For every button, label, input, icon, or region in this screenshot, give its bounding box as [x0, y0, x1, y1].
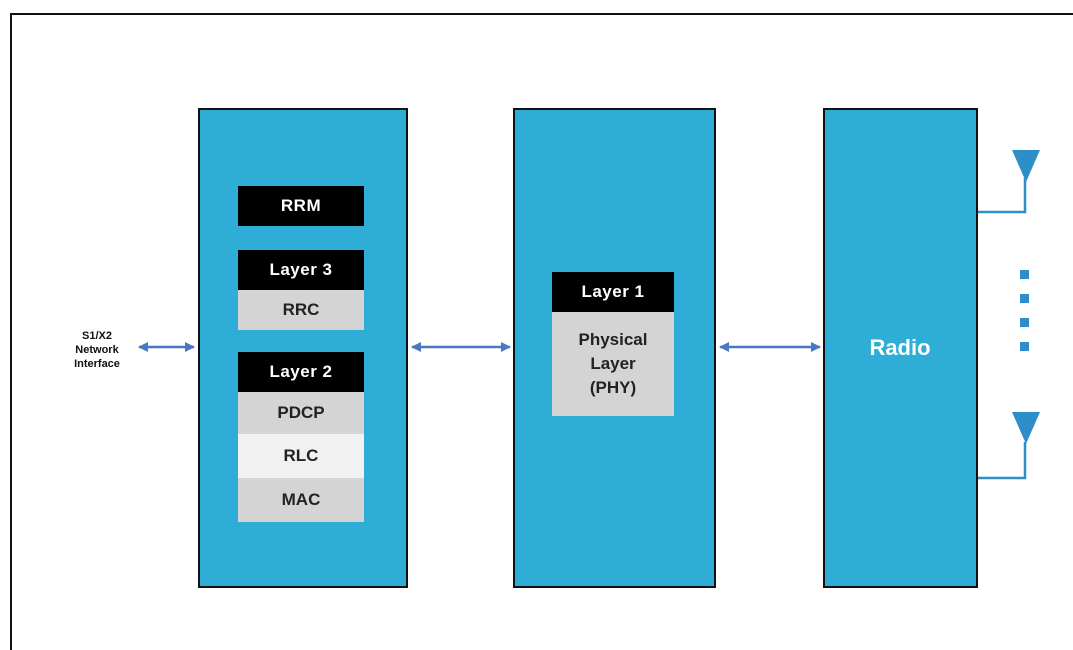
radio-block — [823, 108, 978, 588]
interface-line-1: S1/X2 — [82, 330, 112, 342]
layer1-title: Layer 1 — [552, 272, 674, 312]
phy-line-3: (PHY) — [589, 377, 637, 397]
layer3-title: Layer 3 — [238, 250, 364, 290]
phy-line-2: Layer — [590, 354, 636, 374]
antenna-icon — [978, 412, 1040, 480]
interface-line-3: Interface — [74, 357, 120, 370]
mac-label: MAC — [238, 478, 364, 522]
layer2-title: Layer 2 — [238, 352, 364, 392]
ellipsis-dots — [1020, 270, 1029, 351]
network-interface-label: S1/X2 Network Interface — [62, 330, 132, 371]
radio-label: Radio — [869, 335, 931, 360]
pdcp-label: PDCP — [238, 392, 364, 434]
phy-line-1: Physical — [578, 330, 648, 350]
antenna-icon — [978, 150, 1040, 214]
phy-block — [513, 108, 716, 588]
rrc-label: RRC — [238, 290, 364, 330]
physical-layer-label: Physical Layer (PHY) — [552, 312, 674, 416]
rrm-label: RRM — [238, 186, 364, 226]
interface-line-2: Network — [75, 343, 119, 356]
rlc-label: RLC — [238, 434, 364, 478]
diagram-frame — [10, 13, 1073, 650]
